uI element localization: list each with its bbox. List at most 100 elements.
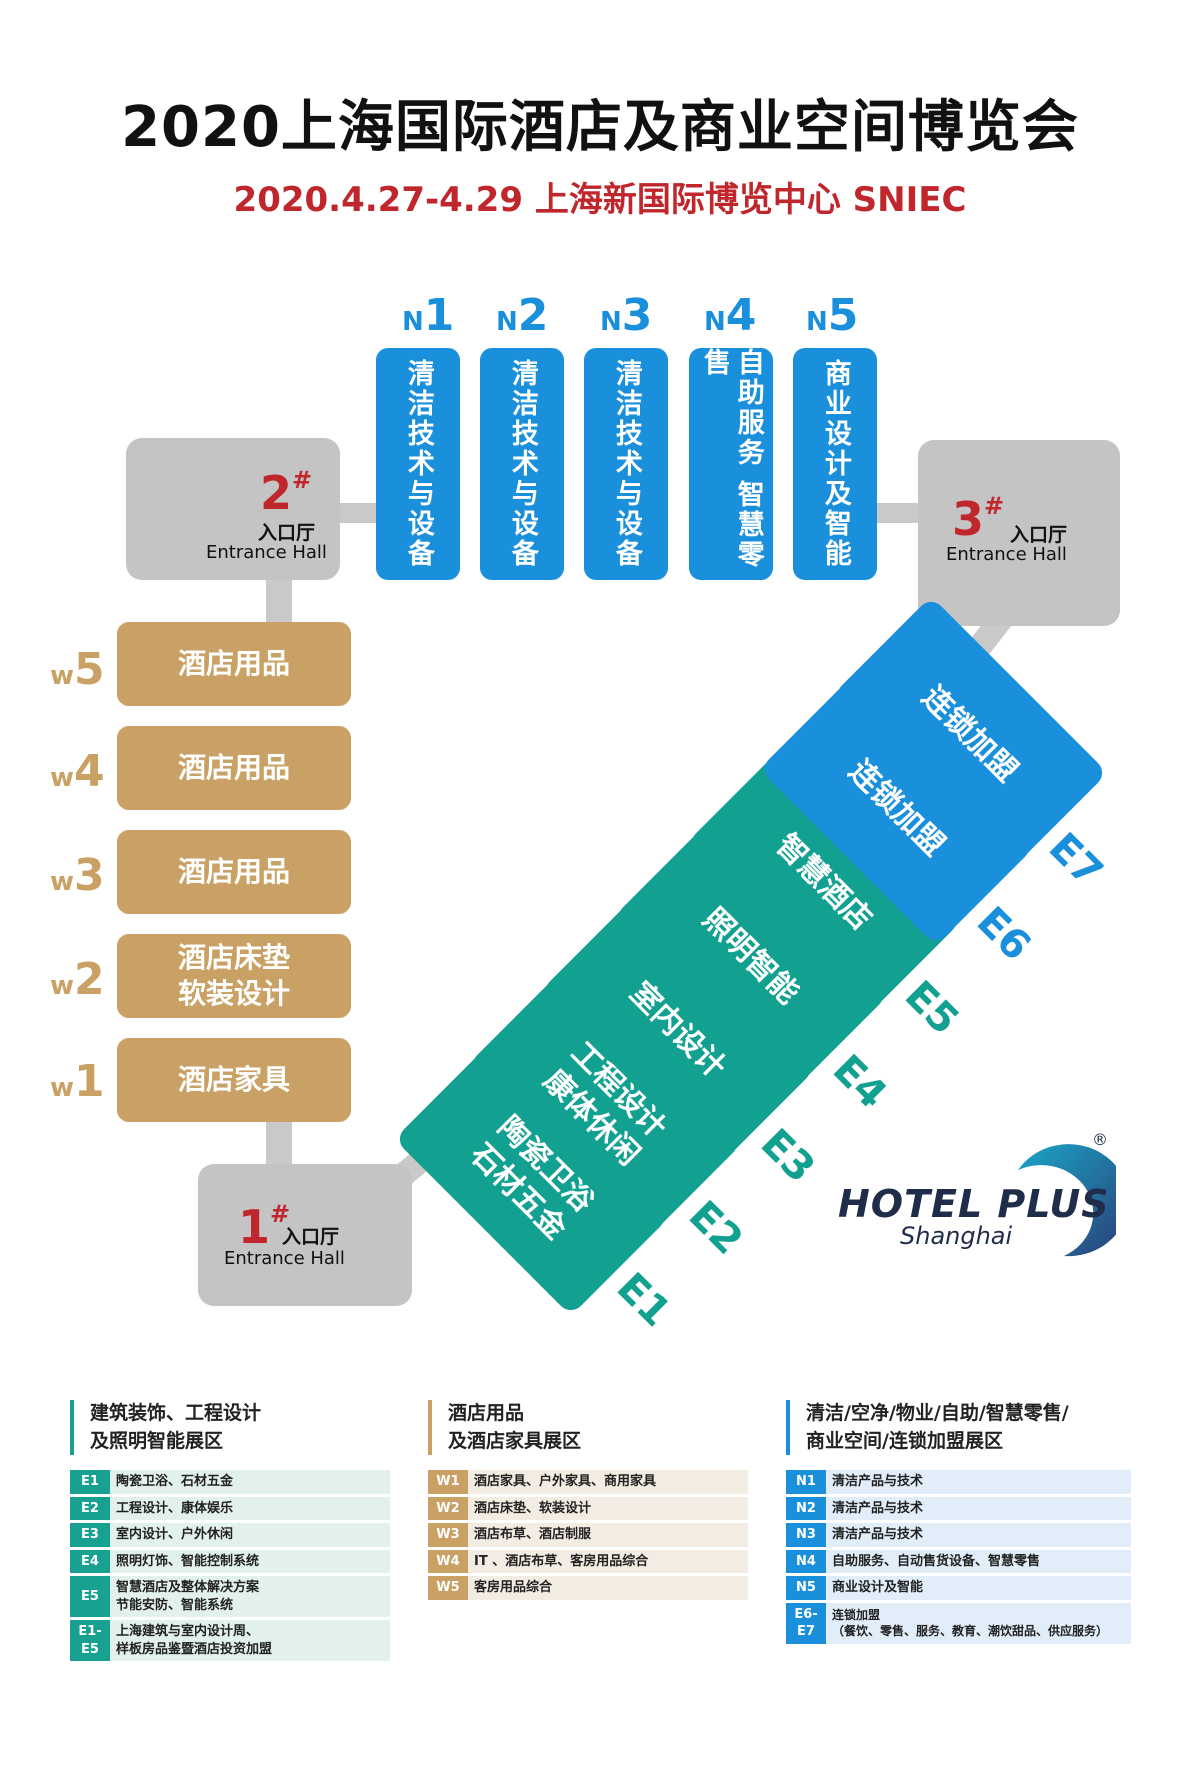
- legend-text: 智慧酒店及整体解决方案 节能安防、智能系统: [110, 1576, 390, 1618]
- hall-n1-text: 清洁技术与设备: [402, 359, 434, 569]
- hall-n5[interactable]: 商业设计及智能: [793, 348, 877, 580]
- legend-text: 清洁产品与技术: [826, 1496, 1131, 1521]
- hall-label-e2: E2: [679, 1192, 752, 1264]
- hall-label-cn: 入口厅: [258, 522, 316, 544]
- legend-code: N2: [786, 1496, 826, 1521]
- legend-text: 客房用品综合: [468, 1576, 748, 1600]
- legend-code: W2: [428, 1496, 468, 1521]
- hall-label-w2: w2: [50, 954, 105, 1005]
- legend-code: W3: [428, 1523, 468, 1547]
- legend-text: 清洁产品与技术: [826, 1523, 1131, 1547]
- entrance-hall-2[interactable]: 2# 入口厅 Entrance Hall: [126, 438, 340, 580]
- hall-label-e7: E7: [1039, 824, 1112, 896]
- hall-n2-text: 清洁技术与设备: [506, 359, 538, 569]
- connector: [266, 1120, 292, 1166]
- legend-text: IT 、酒店布草、客房用品综合: [468, 1549, 748, 1574]
- hall-label-e5: E5: [895, 972, 968, 1044]
- page-title: 2020上海国际酒店及商业空间博览会: [121, 95, 1079, 160]
- hall-n5-text: 商业设计及智能: [819, 359, 851, 569]
- legend-title: 酒店用品 及酒店家具展区: [428, 1400, 748, 1456]
- legend-code: W5: [428, 1576, 468, 1600]
- hall-label-w1: w1: [50, 1056, 105, 1107]
- legend-code: N5: [786, 1576, 826, 1600]
- logo-swoosh-icon: [1018, 1144, 1116, 1257]
- legend-code: N3: [786, 1523, 826, 1547]
- hall-w4[interactable]: 酒店用品: [117, 726, 351, 810]
- hall-label-n2: N2: [496, 290, 549, 341]
- legend-text: 清洁产品与技术: [826, 1470, 1131, 1494]
- legend-text: 酒店布草、酒店制服: [468, 1523, 748, 1547]
- legend-code: N1: [786, 1470, 826, 1494]
- entrance-hall-1[interactable]: 1# 入口厅 Entrance Hall: [198, 1164, 412, 1306]
- hall-label-w5: w5: [50, 644, 105, 695]
- legend-code: W4: [428, 1549, 468, 1574]
- connector: [338, 503, 378, 523]
- legend-code: E4: [70, 1549, 110, 1574]
- hall-n3[interactable]: 清洁技术与设备: [584, 348, 668, 580]
- legend-code: E2: [70, 1496, 110, 1521]
- hall-label-e4: E4: [823, 1046, 896, 1118]
- hall-number: 1#: [238, 1200, 291, 1254]
- hotel-plus-logo: HOTEL PLUS Shanghai ®: [836, 1130, 1116, 1260]
- legend-code: E1-E5: [70, 1620, 110, 1662]
- logo-city: Shanghai: [900, 1222, 1013, 1250]
- legend-text: 照明灯饰、智能控制系统: [110, 1549, 390, 1574]
- hall-label-n4: N4: [704, 290, 757, 341]
- hall-label-en: Entrance Hall: [206, 542, 327, 563]
- legend-text: 陶瓷卫浴、石材五金: [110, 1470, 390, 1494]
- legend-text: 室内设计、户外休闲: [110, 1523, 390, 1547]
- hall-label-cn: 入口厅: [282, 1226, 340, 1248]
- hall-n1[interactable]: 清洁技术与设备: [376, 348, 460, 580]
- legend-text: 商业设计及智能: [826, 1576, 1131, 1600]
- legend-text: 酒店床垫、软装设计: [468, 1496, 748, 1521]
- hall-number: 2#: [260, 466, 313, 520]
- hall-label-n5: N5: [806, 290, 859, 341]
- legend-code: E3: [70, 1523, 110, 1547]
- hall-label-e3: E3: [751, 1120, 824, 1192]
- hall-w2[interactable]: 酒店床垫 软装设计: [117, 934, 351, 1018]
- hall-label-e1: E1: [607, 1264, 680, 1336]
- hall-w1[interactable]: 酒店家具: [117, 1038, 351, 1122]
- legend-code: N4: [786, 1549, 826, 1574]
- hall-w5[interactable]: 酒店用品: [117, 622, 351, 706]
- legend-code: W1: [428, 1470, 468, 1494]
- hall-label-cn: 入口厅: [1010, 524, 1068, 546]
- hall-number: 3#: [952, 492, 1005, 546]
- hall-n4-text: 自助服务 智慧零售: [699, 348, 764, 571]
- hall-n2[interactable]: 清洁技术与设备: [480, 348, 564, 580]
- legend-title: 建筑装饰、工程设计 及照明智能展区: [70, 1400, 390, 1456]
- hall-n4[interactable]: 自助服务 智慧零售: [689, 348, 773, 580]
- legend-code: E1: [70, 1470, 110, 1494]
- hall-w3[interactable]: 酒店用品: [117, 830, 351, 914]
- entrance-hall-3[interactable]: 3# 入口厅 Entrance Hall: [918, 440, 1120, 626]
- hall-label-n1: N1: [402, 290, 455, 341]
- hall-label-w4: w4: [50, 746, 105, 797]
- logo-name: HOTEL PLUS: [838, 1182, 1110, 1226]
- registered-mark: ®: [1092, 1130, 1108, 1149]
- legend-text: 连锁加盟 （餐饮、零售、服务、教育、潮饮甜品、供应服务）: [826, 1602, 1131, 1644]
- hall-label-en: Entrance Hall: [224, 1248, 345, 1269]
- connector: [870, 503, 920, 523]
- legend-text: 工程设计、康体娱乐: [110, 1496, 390, 1521]
- hall-label-en: Entrance Hall: [946, 544, 1067, 565]
